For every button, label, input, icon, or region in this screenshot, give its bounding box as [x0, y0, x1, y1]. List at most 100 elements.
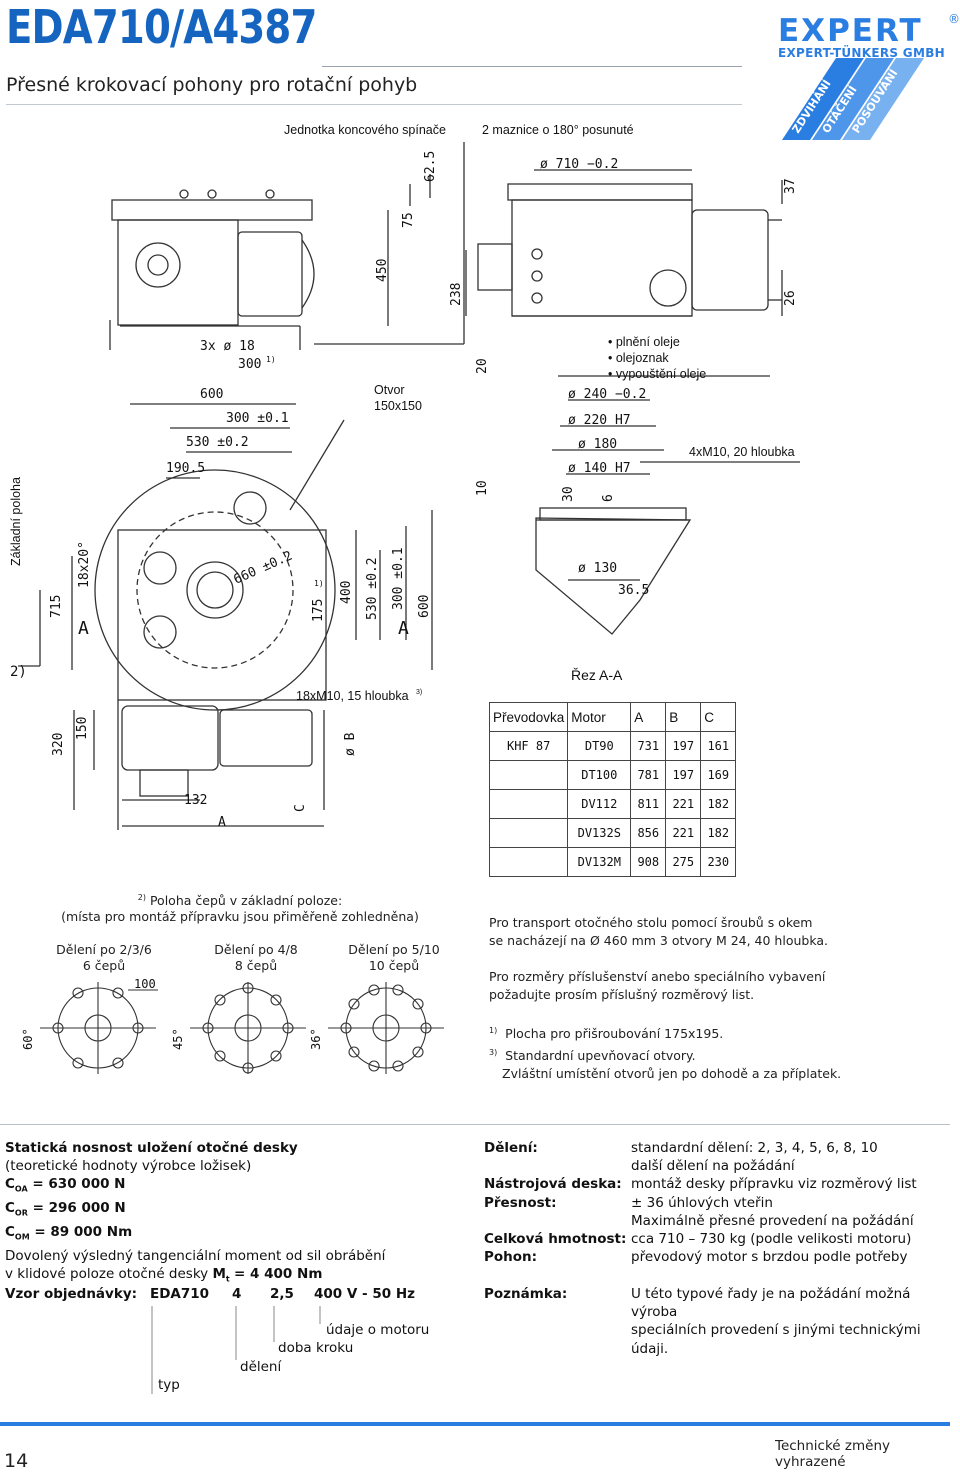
- table-row: DV112 811 221 182: [488, 789, 737, 819]
- table-cell-a: 811: [630, 789, 667, 819]
- side-view-motor: [237, 231, 303, 317]
- dim-10: 10: [475, 480, 490, 496]
- dim-37: 37: [783, 178, 798, 194]
- label-hole-line1: Otvor: [374, 383, 405, 397]
- footnote-1-text: Plocha pro přišroubování 175x195.: [505, 1026, 724, 1042]
- com-row: COM = 89 000 Nm: [5, 1224, 133, 1242]
- pin-group-8: Dělení po 4/8 8 čepů: [196, 942, 316, 974]
- pin-note-line1: Poloha čepů v základní poloze:: [149, 893, 343, 909]
- dim-62-5: 62.5: [423, 151, 438, 182]
- dim-30: 30: [561, 486, 576, 502]
- dim-75: 75: [401, 212, 416, 228]
- table-cell-a: 908: [630, 847, 667, 877]
- table-cell-a: 781: [630, 760, 667, 790]
- table-cell-b: 221: [665, 818, 702, 848]
- dim-C: C: [293, 804, 308, 812]
- technical-drawing: 450 75 62.5 238 ø 710 −0.2 37 26 20 ø 24…: [9, 123, 800, 830]
- footnotes: 1) Plocha pro přišroubování 175x195. 3) …: [489, 1022, 841, 1084]
- load-capacity-block: Statická nosnost uložení otočné desky (t…: [5, 1139, 475, 1289]
- dim-d710: ø 710 −0.2: [540, 157, 618, 172]
- dim-175-note: 1): [314, 579, 324, 588]
- table-cell-b: 197: [665, 731, 702, 761]
- table-cell-motor: DV132S: [567, 818, 632, 848]
- table-cell-motor: DT100: [567, 760, 632, 790]
- order-label: Vzor objednávky:: [5, 1286, 138, 1302]
- pin-angle-45: 45°: [171, 1028, 185, 1050]
- dim-20: 20: [475, 358, 490, 374]
- spec-row-division: Dělení:standardní dělení: 2, 3, 4, 5, 6,…: [484, 1140, 878, 1156]
- front-view-plate: [507, 183, 693, 201]
- table-cell-c: 161: [700, 731, 737, 761]
- dim-530-tol: 530 ±0.2: [186, 435, 249, 450]
- table-row: DV132M 908 275 230: [488, 847, 737, 877]
- dim-d180: ø 180: [578, 437, 617, 452]
- transport-note: Pro transport otočného stolu pomocí šrou…: [489, 914, 828, 950]
- table-cell-b: 197: [665, 760, 702, 790]
- spec-row-drive: Pohon:převodový motor s brzdou podle pot…: [484, 1249, 908, 1266]
- table-row: DV132S 856 221 182: [488, 818, 737, 848]
- transport-line2: se nacházejí na Ø 460 mm 3 otvory M 24, …: [489, 933, 828, 948]
- table-header-c: C: [700, 702, 737, 732]
- dim-132: 132: [184, 793, 207, 808]
- page-number: 14: [4, 1450, 29, 1472]
- label-thread-top: 4xM10, 20 hloubka: [689, 445, 795, 459]
- note-line2: speciálních provedení s jinými technický…: [631, 1322, 921, 1357]
- table-header-row: Převodovka Motor A B C: [488, 702, 737, 732]
- table-row: DT100 781 197 169: [488, 760, 737, 790]
- brand-tags: ZDVIHÁNÍ OTÁČENÍ POSOUVÁNÍ: [782, 58, 924, 140]
- dim-450: 450: [375, 259, 390, 282]
- dim-300-v: 300 ±0.1: [391, 547, 406, 610]
- side-view-plate: [111, 199, 313, 221]
- pin-group-10: Dělení po 5/10 10 čepů: [334, 942, 454, 974]
- accessories-line2: požadujte prosím příslušný rozměrový lis…: [489, 987, 755, 1002]
- pin-dim-100: 100: [134, 977, 156, 991]
- label-oil-drain: • vypouštění oleje: [608, 367, 706, 381]
- page-subtitle: Přesné krokovací pohony pro rotační pohy…: [6, 74, 418, 96]
- footnote-1: 1) Plocha pro přišroubování 175x195.: [489, 1022, 841, 1044]
- pin-position-note: 2) Poloha čepů v základní poloze: (místa…: [40, 890, 440, 925]
- pin-angle-60: 60°: [21, 1028, 35, 1050]
- footnote-3-text: Standardní upevňovací otvory.: [505, 1047, 696, 1063]
- spec-row-accuracy: Přesnost:± 36 úhlových vteřin: [484, 1194, 773, 1211]
- model-title: EDA710/A4387: [6, 0, 317, 54]
- order-motor: 400 V - 50 Hz: [314, 1286, 415, 1302]
- dim-18x20: 18x20°: [77, 541, 92, 588]
- plan-view-base: [117, 529, 327, 701]
- label-oil-fill: • plnění oleje: [608, 335, 680, 349]
- pin-group-8-count: 8 čepů: [234, 958, 278, 973]
- dim-d130: ø 130: [578, 561, 617, 576]
- dim-d240: ø 240 −0.2: [568, 387, 646, 402]
- dim-dB: ø B: [343, 732, 358, 756]
- table-cell-gearbox: [488, 789, 569, 819]
- footnote-3: 3) Standardní upevňovací otvory.: [489, 1044, 841, 1066]
- dim-3x18: 3x ø 18: [200, 339, 255, 354]
- order-step: 2,5: [270, 1286, 294, 1302]
- spec-row-tool-plate: Nástrojová deska:montáž desky přípravku …: [484, 1176, 917, 1193]
- dim-238: 238: [449, 283, 464, 306]
- label-hole-line2: 150x150: [374, 399, 422, 413]
- table-header-b: B: [665, 702, 702, 732]
- section-view: [535, 517, 692, 635]
- dim-6: 6: [601, 494, 616, 502]
- dim-300-top: 300: [238, 357, 261, 372]
- table-cell-gearbox: [488, 818, 569, 848]
- table-cell-c: 169: [700, 760, 737, 790]
- table-cell-b: 221: [665, 789, 702, 819]
- spec-row-accuracy-extra: Maximálně přesné provedení na požádání: [631, 1212, 914, 1229]
- table-cell-b: 275: [665, 847, 702, 877]
- coa-row: COA = 630 000 N: [5, 1176, 126, 1195]
- label-thread-bottom-note: 3): [416, 689, 422, 696]
- dim-715: 715: [49, 595, 64, 618]
- label-base-position: Základní poloha: [9, 477, 23, 566]
- pin-note-mark: 2): [137, 893, 146, 902]
- pin-diagrams: 60° 45° 36° 100: [21, 977, 444, 1074]
- cor-row: COR = 296 000 N: [5, 1200, 126, 1218]
- brand-logo: EXPERT ® EXPERT-TÜNKERS GMBH: [778, 12, 960, 60]
- dim-400: 400: [339, 581, 354, 604]
- front-view-motor: [691, 209, 769, 311]
- load-title: Statická nosnost uložení otočné desky: [5, 1140, 298, 1156]
- order-type-caption: typ: [158, 1377, 180, 1393]
- pin-group-6-title: Dělení po 2/3/6: [56, 942, 152, 957]
- table-header-gearbox: Převodovka: [488, 702, 569, 732]
- pin-group-8-title: Dělení po 4/8: [214, 942, 298, 957]
